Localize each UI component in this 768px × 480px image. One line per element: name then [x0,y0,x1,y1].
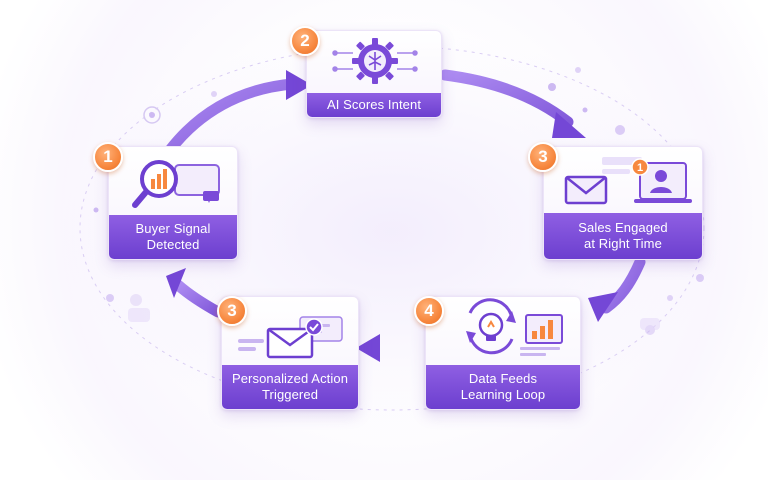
dashed-orbit [79,45,705,411]
step-4-title-line-1: Data Feeds [468,371,538,386]
notification-count: 1 [637,162,643,174]
arrow-5-to-1 [172,279,224,318]
arrow-1-to-2-head [286,70,312,100]
step-number-badge-3: 3 [528,142,558,172]
step-card-2: AI Scores Intent [306,30,442,118]
step-label-3: Sales Engaged at Right Time [544,213,702,259]
step-label-1: Buyer Signal Detected [109,215,237,259]
step-3-title-line-2: at Right Time [584,236,662,251]
arrow-2-to-3-head [552,112,586,138]
step-4-title-line-2: Learning Loop [460,387,546,402]
email-check-icon [238,316,343,359]
step-card-5: Personalized Action Triggered [221,296,359,410]
step-number-badge-2: 2 [290,26,320,56]
step-number-badge-1: 1 [93,142,123,172]
step-card-1: Buyer Signal Detected [108,146,238,260]
step-number-badge-4: 4 [414,296,444,326]
step-1-title-line-1: Buyer Signal [135,221,211,236]
arrow-4-to-5-head [356,334,380,362]
arrow-5-to-1-head [166,268,186,298]
ai-brain-gear-icon [332,38,418,84]
arrow-1-to-2 [164,78,298,156]
arrow-3-to-4-head [588,292,618,322]
email-notification-laptop-icon: 1 [564,157,692,205]
step-label-4: Data Feeds Learning Loop [426,365,580,409]
arrow-3-to-4 [600,256,646,314]
step-label-5: Personalized Action Triggered [222,365,358,409]
magnifier-bar-chart-icon [132,160,220,208]
step-5-title-line-1: Personalized Action [231,371,349,386]
step-number-badge-5: 3 [217,296,247,326]
chat-bubble-decoration [128,308,660,330]
step-card-4: Data Feeds Learning Loop [425,296,581,410]
step-2-title: AI Scores Intent [326,97,422,112]
step-card-3: 1 Sales Engaged at Right Time [543,146,703,260]
step-1-title-line-2: Detected [146,237,200,252]
step-label-2: AI Scores Intent [307,93,441,117]
step-3-title-line-1: Sales Engaged [578,220,668,235]
step-5-title-line-2: Triggered [261,387,319,402]
lightbulb-refresh-chart-icon [466,298,563,356]
